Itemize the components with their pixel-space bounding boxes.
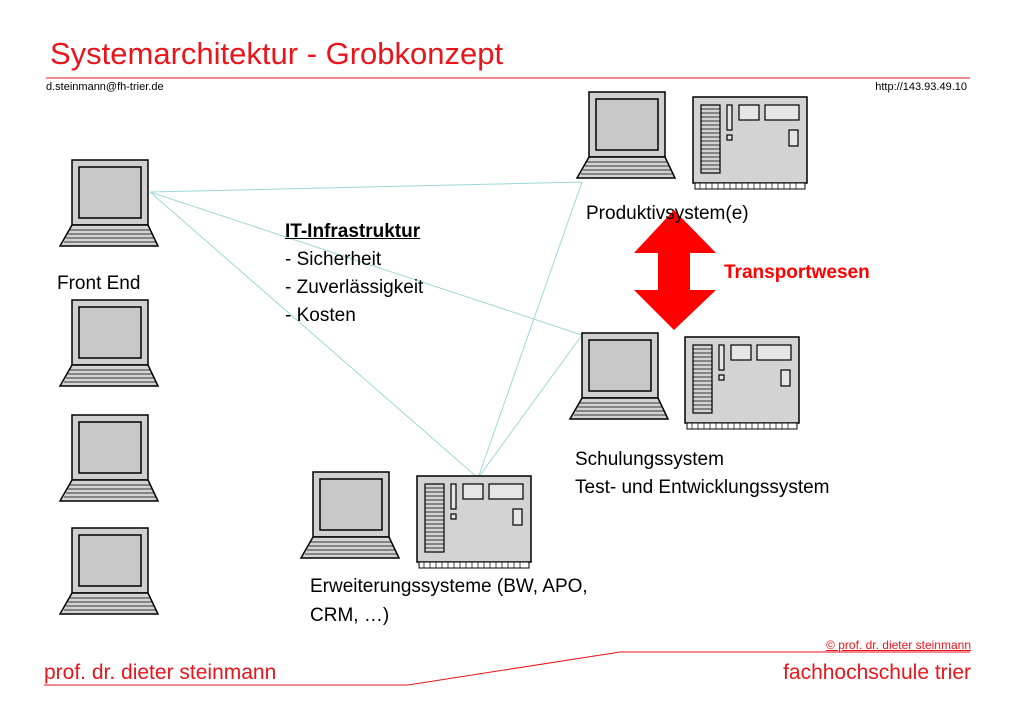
infrastructure-block: IT-Infrastruktur - Sicherheit - Zuverläs… bbox=[285, 218, 423, 330]
footer-author: prof. dr. dieter steinmann bbox=[44, 661, 277, 684]
training-server-icon bbox=[684, 336, 800, 430]
training-system-label: Schulungssystem Test- und Entwicklungssy… bbox=[575, 446, 830, 502]
author-email: d.steinmann@fh-trier.de bbox=[46, 81, 164, 93]
production-server-icon bbox=[692, 96, 808, 190]
connection-line bbox=[477, 334, 583, 479]
training-laptop-icon bbox=[569, 332, 669, 420]
training-label-line: Schulungssystem bbox=[575, 449, 724, 470]
extension-label-line: Erweiterungssysteme (BW, APO, bbox=[310, 576, 588, 597]
footer-rule-diagonal bbox=[407, 651, 621, 686]
transport-arrow-icon bbox=[634, 210, 716, 330]
page-title: Systemarchitektur - Grobkonzept bbox=[50, 36, 504, 71]
connection-line bbox=[149, 181, 583, 193]
front-end-laptop-icon bbox=[59, 159, 159, 247]
network-connections bbox=[149, 181, 583, 479]
header-url: http://143.93.49.10 bbox=[875, 81, 967, 93]
connection-line bbox=[477, 181, 583, 479]
front-end-laptop-icon bbox=[59, 414, 159, 502]
extension-label-line: CRM, …) bbox=[310, 605, 390, 626]
transport-label: Transportwesen bbox=[724, 262, 870, 283]
production-laptop-icon bbox=[576, 91, 676, 179]
connection-line bbox=[149, 191, 479, 479]
connection-line bbox=[149, 191, 583, 336]
infrastructure-item: - Kosten bbox=[285, 305, 356, 326]
infrastructure-heading: IT-Infrastruktur bbox=[285, 221, 421, 242]
infrastructure-item: - Zuverlässigkeit bbox=[285, 277, 424, 298]
infrastructure-item: - Sicherheit bbox=[285, 249, 382, 270]
training-label-line: Test- und Entwicklungssystem bbox=[575, 477, 830, 498]
extension-systems-label: Erweiterungssysteme (BW, APO, CRM, …) bbox=[310, 572, 588, 630]
front-end-label: Front End bbox=[57, 273, 141, 294]
front-end-laptop-icon bbox=[59, 299, 159, 387]
footer-institution: fachhochschule trier bbox=[783, 661, 971, 684]
copyright-notice: © prof. dr. dieter steinmann bbox=[826, 638, 971, 652]
production-system-label: Produktivsystem(e) bbox=[586, 203, 749, 224]
extension-laptop-icon bbox=[300, 471, 400, 559]
front-end-laptop-icon bbox=[59, 527, 159, 615]
extension-server-icon bbox=[416, 475, 532, 569]
